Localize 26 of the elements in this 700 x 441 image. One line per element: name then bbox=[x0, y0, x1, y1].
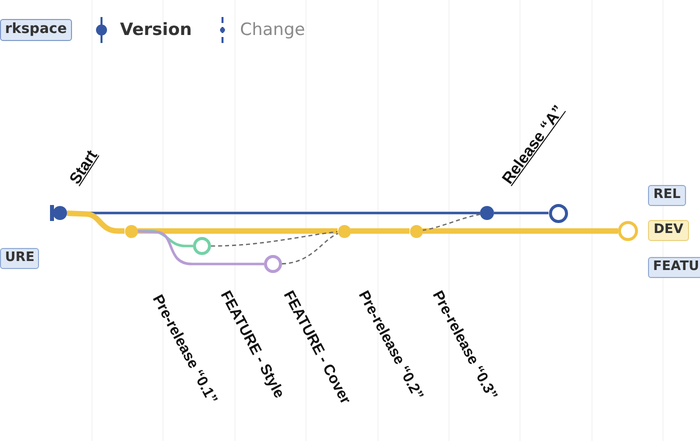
start-marker bbox=[50, 205, 67, 221]
branch-end-circle bbox=[264, 255, 282, 273]
branch-line bbox=[138, 228, 338, 234]
version-dot bbox=[124, 224, 138, 238]
branch-line bbox=[138, 230, 193, 248]
version-dot bbox=[480, 206, 494, 220]
dashed-connector bbox=[210, 231, 338, 247]
branch-line bbox=[137, 230, 264, 266]
dashed-connector bbox=[422, 214, 480, 231]
branch-line bbox=[494, 212, 548, 214]
branch-tag: DEV bbox=[648, 220, 689, 241]
branch-tag: REL bbox=[648, 185, 686, 206]
branch-end-circle bbox=[193, 237, 211, 255]
version-dot bbox=[410, 224, 422, 238]
legend-label: Change bbox=[240, 19, 306, 42]
legend-label: Version bbox=[120, 19, 192, 42]
dashed-connector bbox=[282, 232, 338, 264]
branch-tag: URE bbox=[0, 248, 40, 269]
branch-end-circle bbox=[548, 204, 568, 222]
branch-line bbox=[66, 210, 124, 234]
branch-tag: FEATU bbox=[648, 257, 700, 278]
legend-tag: rkspace bbox=[0, 19, 72, 41]
branch-line bbox=[422, 228, 618, 234]
version-dot bbox=[338, 224, 350, 238]
branch-end-circle bbox=[618, 221, 638, 241]
branch-line bbox=[350, 228, 410, 234]
